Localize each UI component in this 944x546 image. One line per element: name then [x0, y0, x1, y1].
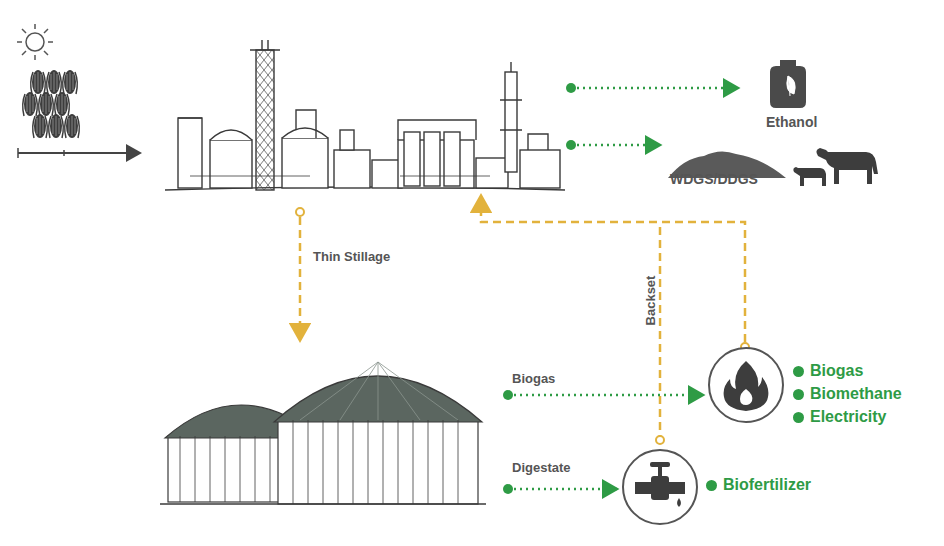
product-label: WDGS/DDGS: [670, 171, 758, 187]
output-circle: Biofertilizer: [621, 448, 853, 528]
input-ticks: [18, 148, 64, 158]
backset-dot: [656, 436, 664, 444]
bullet-dot: [706, 480, 717, 491]
bullet-dot: [793, 366, 804, 377]
flow-label: Digestate: [510, 460, 573, 475]
output-item: Biofertilizer: [723, 476, 811, 494]
output-item: Electricity: [810, 408, 886, 426]
flow-label: Biogas: [510, 371, 557, 386]
stillage-line: [296, 208, 304, 338]
output-arrows: [566, 83, 738, 150]
product-node: Ethanol: [752, 52, 832, 134]
product-node: WDGS/DDGS: [664, 140, 794, 190]
product-label: Ethanol: [766, 114, 817, 130]
ethanol-plant: [165, 40, 565, 190]
bullet-dot: [793, 412, 804, 423]
corn-icon: [23, 70, 80, 138]
flow-label: Thin Stillage: [311, 249, 392, 264]
cattle-icon: [793, 148, 878, 186]
output-circle: BiogasBiomethaneElectricity: [706, 345, 938, 429]
backset-line: [481, 198, 745, 443]
digester-tanks: [160, 362, 486, 504]
bullet-dot: [793, 389, 804, 400]
output-item: Biogas: [810, 362, 863, 380]
input-arrow: [18, 152, 138, 154]
sun-icon: [17, 24, 53, 60]
flow-label: Backset: [643, 274, 658, 328]
output-item: Biomethane: [810, 385, 902, 403]
